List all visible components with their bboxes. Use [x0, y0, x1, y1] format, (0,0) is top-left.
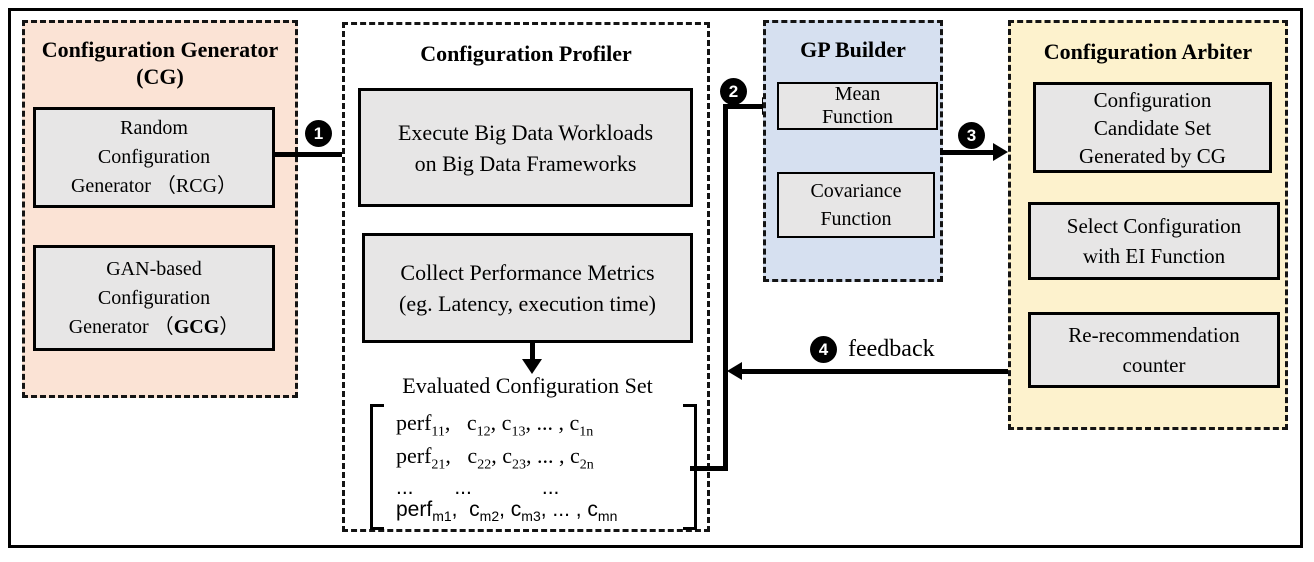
execute-line1: Execute Big Data Workloads — [397, 119, 654, 145]
arrow-3-head — [993, 143, 1008, 161]
candidate-line1: Configuration — [1093, 87, 1212, 112]
matrix-row-1: perf11, c12, c13, ... , c1n — [396, 410, 594, 440]
rcg-box: Random Configuration Generator （RCG） — [33, 107, 275, 208]
select-line2: with EI Function — [1082, 244, 1226, 268]
collect-line1: Collect Performance Metrics — [400, 260, 655, 285]
rerecommendation-counter-box: Re-recommendation counter — [1028, 312, 1280, 388]
candidate-line2: Candidate Set — [1093, 115, 1212, 140]
candidate-line3: Generated by CG — [1079, 143, 1226, 168]
cg-panel-title: Configuration Generator (CG) — [22, 36, 298, 90]
cg-title-line1: Configuration Generator — [41, 37, 279, 62]
covariance-line2: Function — [820, 208, 892, 230]
arrow-3-shaft — [940, 150, 996, 155]
step-2-badge: 2 — [720, 78, 747, 105]
outer-border — [8, 8, 1303, 548]
arbiter-panel-title: Configuration Arbiter — [1043, 39, 1253, 64]
feedback-label: feedback — [848, 336, 935, 362]
covariance-line1: Covariance — [810, 180, 902, 202]
gcg-line2: Configuration — [97, 286, 211, 309]
counter-line2: counter — [1122, 353, 1186, 377]
rcg-line2: Configuration — [97, 146, 211, 168]
execute-workloads-box: Execute Big Data Workloads on Big Data F… — [358, 88, 693, 207]
collect-to-evalset-arrow-shaft — [530, 343, 535, 360]
matrix-row-3: ... ... ... — [396, 476, 560, 499]
panel-gp-builder — [763, 20, 943, 282]
counter-line1: Re-recommendation — [1068, 323, 1240, 347]
arrow-4-head — [727, 362, 742, 380]
mean-line1: Mean — [834, 83, 881, 105]
matrix-output-connector — [690, 466, 728, 471]
evaluated-set-label: Evaluated Configuration Set — [402, 373, 653, 398]
collect-metrics-box: Collect Performance Metrics (eg. Latency… — [362, 233, 693, 343]
gcg-line1: GAN-based — [106, 257, 202, 280]
execute-line2: on Big Data Frameworks — [414, 150, 637, 176]
select-configuration-box: Select Configuration with EI Function — [1028, 202, 1280, 280]
mean-line2: Function — [821, 106, 894, 128]
matrix-row-4: perfm1, cm2, cm3, ... , cmn — [396, 498, 618, 525]
matrix-row-2: perf21, c22, c23, ... , c2n — [396, 443, 594, 473]
cg-title-line2: (CG) — [136, 64, 184, 89]
step-1-badge: 1 — [305, 120, 332, 147]
select-line1: Select Configuration — [1066, 214, 1242, 238]
mean-function-box: Mean Function — [777, 82, 938, 130]
profiler-panel-title: Configuration Profiler — [420, 41, 632, 66]
step-3-badge: 3 — [958, 122, 985, 149]
candidate-set-box: Configuration Candidate Set Generated by… — [1033, 82, 1272, 173]
rcg-line1: Random — [120, 117, 188, 139]
arrow-1-shaft — [273, 152, 349, 157]
step-4-badge: 4 — [810, 336, 837, 363]
rcg-line3: Generator （RCG） — [70, 175, 238, 197]
arrow-4-shaft — [740, 369, 1008, 374]
gcg-box: GAN-based Configuration Generator （GCG） — [33, 245, 275, 351]
covariance-function-box: Covariance Function — [777, 172, 935, 238]
collect-line2: (eg. Latency, execution time) — [399, 291, 656, 316]
gcg-line3: Generator （GCG） — [68, 315, 240, 338]
profiler-to-gp-vertical-line — [723, 104, 728, 471]
gp-panel-title: GP Builder — [800, 37, 906, 62]
matrix-left-bracket — [370, 404, 384, 530]
arrow-2-shaft — [723, 104, 765, 109]
collect-to-evalset-arrow-head — [522, 359, 542, 374]
